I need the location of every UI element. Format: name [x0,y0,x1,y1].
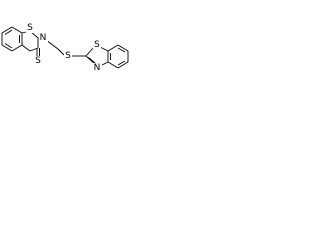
bond [21,44,31,52]
bond [1,26,13,34]
bond [11,44,23,52]
left-benzene-ring [1,26,23,52]
double-bond-inner [117,60,126,66]
atom-n-ring-left: N [40,33,47,43]
bond [57,48,65,56]
bond [117,61,129,69]
bond [85,55,96,65]
bond [1,44,13,52]
bond [11,26,23,34]
left-thiazole-ring [21,30,39,52]
bond [107,61,119,69]
double-bond-inner [88,57,96,64]
bond [107,44,119,52]
bond [85,46,95,57]
atom-s-ring-right: S [94,40,100,50]
right-benzene-ring [107,44,129,69]
atom-labels: S N S S S N [26,23,102,73]
atom-n-ring-right: N [94,63,101,73]
bond [117,44,129,52]
atom-s-thione: S [35,56,41,66]
bond [99,46,109,52]
thione-double-bond [36,48,40,57]
atom-s-ring-left: S [27,23,33,33]
double-bond-inner [117,47,126,53]
double-bond-inner [4,43,13,49]
chemical-structure: S N S S S N [1,23,129,73]
double-bond-inner [4,29,13,35]
atom-s-thioether: S [65,51,71,61]
